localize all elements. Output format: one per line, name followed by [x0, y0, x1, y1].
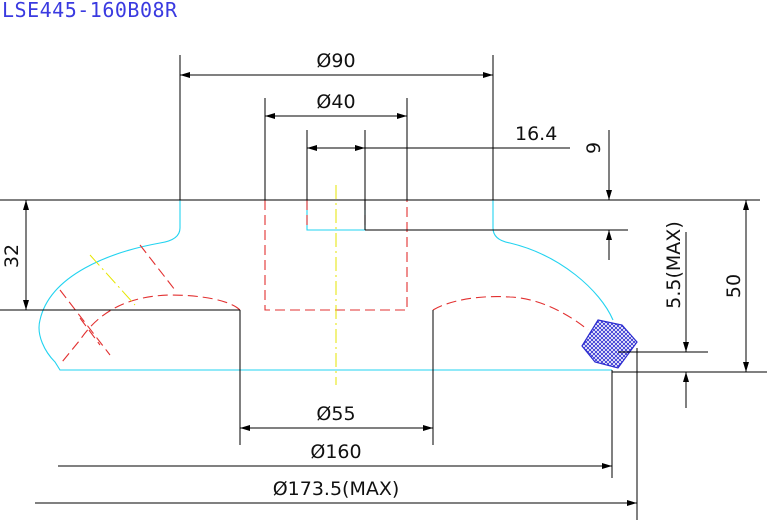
dim-height-32: 32	[1, 244, 23, 268]
extension-lines	[0, 55, 767, 520]
dim-dia-55: Ø55	[316, 403, 355, 425]
dimension-labels: Ø90 Ø40 16.4 9 32 5.5(MAX) 50 Ø55 Ø160 Ø…	[1, 50, 745, 500]
dim-dia-160: Ø160	[310, 441, 361, 463]
dim-dia-40: Ø40	[316, 91, 355, 113]
dim-height-5-5-max: 5.5(MAX)	[663, 221, 685, 308]
seal-section-hatch	[581, 319, 638, 369]
dim-height-50: 50	[723, 274, 745, 298]
dim-dia-173-5-max: Ø173.5(MAX)	[273, 478, 400, 500]
hidden-lines	[59, 200, 589, 363]
dim-width-16-4: 16.4	[515, 123, 557, 145]
dim-height-9: 9	[583, 142, 605, 154]
dimension-lines	[23, 72, 749, 506]
part-outline	[38, 199, 614, 371]
dim-dia-90: Ø90	[316, 50, 355, 72]
part-number-title: LSE445-160B08R	[2, 0, 178, 22]
centerlines	[89, 185, 337, 385]
